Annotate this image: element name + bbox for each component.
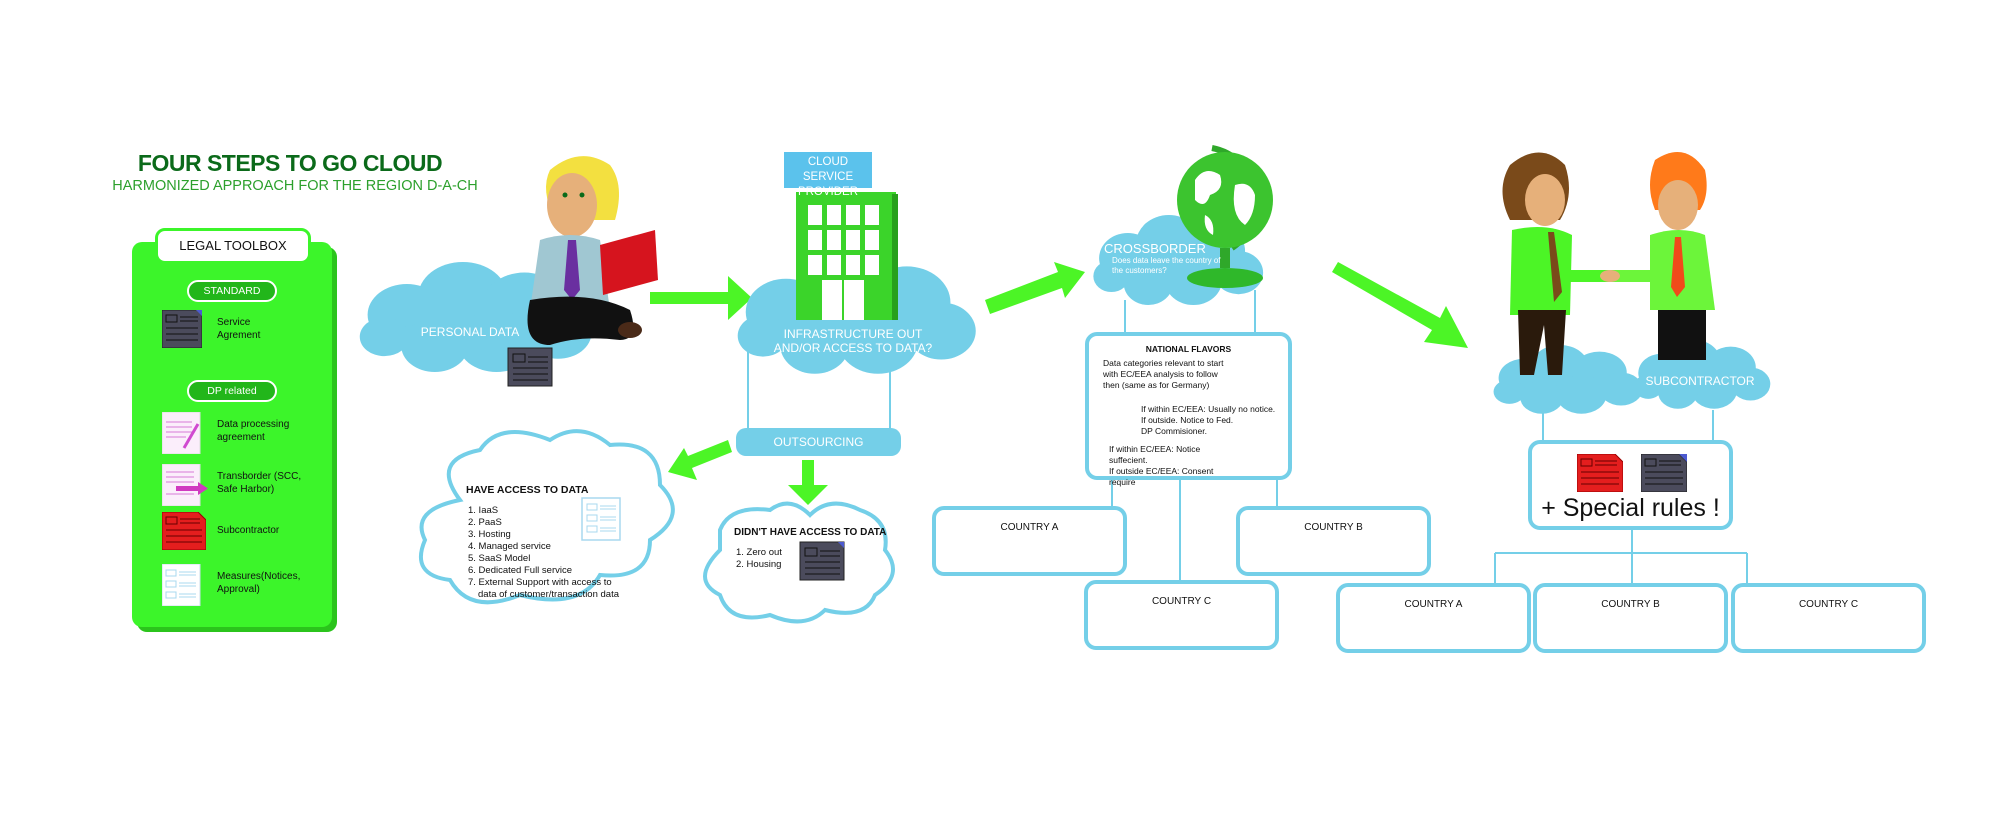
- toolbox-item-service-agreement: Service Agrement: [162, 310, 332, 356]
- form-icon: [162, 564, 201, 606]
- switzerland-rule: If within EC/EEA: Usually no notice. If …: [1141, 404, 1276, 436]
- legal-toolbox-title: LEGAL TOOLBOX: [155, 228, 311, 264]
- subcontractor-country-a: COUNTRY A: [1336, 583, 1531, 653]
- toolbox-item-subcontractor: Subcontractor: [162, 512, 332, 558]
- subcontractor-label: SUBCONTRACTOR: [1645, 374, 1755, 388]
- document-arrow-icon: [162, 464, 208, 506]
- document-red-icon: [1577, 454, 1623, 492]
- crossborder-country-c: COUNTRY C: [1084, 580, 1279, 650]
- crossborder-question: Does data leave the country of the custo…: [1112, 256, 1221, 275]
- subcontractor-country-b: COUNTRY B: [1533, 583, 1728, 653]
- no-access-list: 1. Zero out 2. Housing: [736, 547, 782, 570]
- page-title: FOUR STEPS TO GO CLOUD: [137, 150, 443, 176]
- austria-rule: Data categories relevant to start with E…: [1103, 358, 1224, 390]
- have-access-title: HAVE ACCESS TO DATA: [466, 484, 589, 496]
- toolbox-item-transborder: Transborder (SCC, Safe Harbor): [162, 464, 332, 510]
- special-rules-box: + Special rules !: [1528, 440, 1733, 530]
- no-access-cloud: [703, 501, 895, 624]
- section-dp-related-label: DP related: [187, 380, 277, 402]
- toolbox-item-dpa: Data processing agreement: [162, 412, 332, 458]
- crossborder-title: CROSSBORDER: [1104, 241, 1206, 256]
- page-subtitle: HARMONIZED APPROACH FOR THE REGION D-A-C…: [112, 178, 478, 194]
- arrow-step3-to-step4: [1332, 262, 1468, 348]
- section-standard-label: STANDARD: [187, 280, 277, 302]
- arrow-step2-to-step3: [985, 262, 1085, 314]
- notepad-pencil-icon: [162, 412, 201, 454]
- building-illustration: [796, 192, 898, 320]
- crossborder-country-a: COUNTRY A: [932, 506, 1127, 576]
- document-red-icon: [162, 512, 206, 550]
- arrow-step1-to-step2: [650, 276, 752, 320]
- document-dark-icon: [162, 310, 202, 348]
- document-dark-icon: [799, 541, 845, 581]
- infrastructure-question-label: INFRASTRUCTURE OUT AND/OR ACCESS TO DATA…: [773, 327, 933, 355]
- national-flavors-title: NATIONAL FLAVORS: [1145, 344, 1232, 354]
- no-access-title: DIDN'T HAVE ACCESS TO DATA: [734, 527, 887, 538]
- have-access-list: 1. IaaS 2. PaaS 3. Hosting 4. Managed se…: [468, 505, 619, 600]
- legal-toolbox: STANDARD Service Agrement DP related Dat…: [132, 242, 332, 627]
- personal-data-label: PERSONAL DATA: [420, 325, 520, 339]
- person-laptop-illustration: [527, 156, 658, 345]
- toolbox-item-measures: Measures(Notices, Approval): [162, 564, 332, 610]
- arrow-to-no-access: [788, 460, 828, 505]
- national-flavors-box: NATIONAL FLAVORS Data categories relevan…: [1085, 332, 1292, 487]
- document-dark-icon: [507, 347, 553, 387]
- company-cloud: [1493, 345, 1643, 414]
- cloud-service-provider-label: CLOUD SERVICE PROVIDER: [784, 152, 872, 198]
- outsourcing-connectors: [747, 330, 891, 430]
- form-icon: [581, 497, 621, 541]
- arrow-to-have-access: [668, 440, 732, 480]
- crossborder-country-b: COUNTRY B: [1236, 506, 1431, 576]
- have-access-cloud: [419, 429, 675, 605]
- globe-illustration: [1177, 145, 1273, 288]
- special-rules-text: + Special rules !: [1541, 494, 1720, 522]
- handshake-illustration: [1502, 152, 1715, 375]
- outsourcing-label: OUTSOURCING: [736, 428, 901, 456]
- subcontractor-country-c: COUNTRY C: [1731, 583, 1926, 653]
- document-dark-icon: [1641, 454, 1687, 492]
- germany-rule: If within EC/EEA: Notice suffecient. If …: [1109, 444, 1214, 487]
